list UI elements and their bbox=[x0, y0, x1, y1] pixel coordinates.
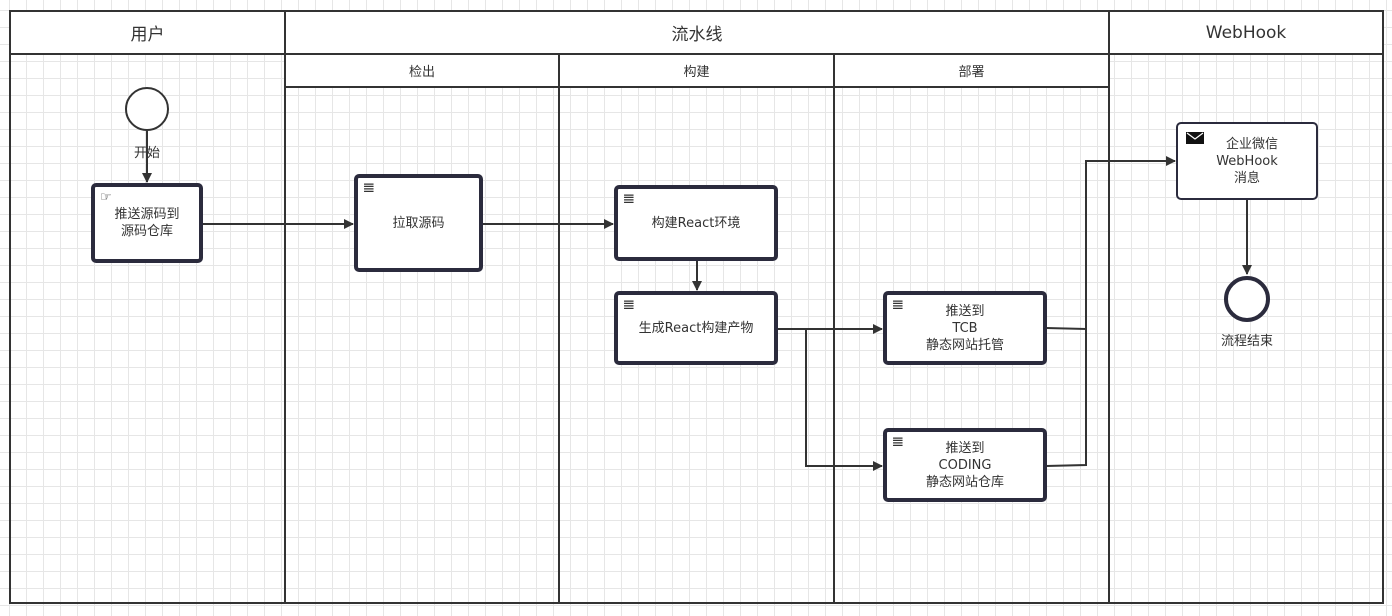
lane-divider bbox=[1108, 10, 1110, 604]
edge-tcb-to-webhook[interactable] bbox=[1045, 156, 1176, 331]
end-event[interactable] bbox=[1224, 276, 1270, 322]
lane-divider bbox=[558, 53, 560, 604]
task-build-env[interactable]: 𝌆 构建React环境 bbox=[614, 185, 778, 261]
task-line: TCB bbox=[952, 320, 978, 336]
task-push-coding[interactable]: 𝌆 推送到 CODING 静态网站仓库 bbox=[883, 428, 1047, 502]
task-line: CODING bbox=[938, 457, 992, 473]
start-event-label: 开始 bbox=[133, 146, 160, 161]
script-icon: 𝌆 bbox=[892, 298, 904, 313]
lane-title-user: 用户 bbox=[130, 25, 165, 45]
task-line: 拉取源码 bbox=[392, 215, 445, 231]
task-line: 生成React构建产物 bbox=[638, 320, 754, 336]
lane-title-webhook: WebHook bbox=[1205, 22, 1287, 43]
script-icon: 𝌆 bbox=[623, 192, 635, 207]
task-line: 推送到 bbox=[945, 440, 985, 456]
task-line: 静态网站仓库 bbox=[925, 474, 1004, 490]
envelope-icon bbox=[1186, 132, 1204, 147]
stage-title-deploy: 部署 bbox=[958, 65, 985, 80]
edge-artifact-to-coding[interactable] bbox=[805, 329, 883, 471]
task-line: 消息 bbox=[1233, 170, 1260, 186]
lane-title-pipeline: 流水线 bbox=[671, 25, 723, 45]
task-line: 推送到 bbox=[945, 303, 985, 319]
task-pull-source[interactable]: 𝌆 拉取源码 bbox=[354, 174, 483, 272]
task-line: 构建React环境 bbox=[651, 215, 741, 231]
end-event-label: 流程结束 bbox=[1220, 334, 1273, 349]
edge-coding-to-webhook[interactable] bbox=[1045, 329, 1087, 467]
task-wecom-webhook[interactable]: 企业微信 WebHook 消息 bbox=[1176, 122, 1318, 200]
task-build-artifact[interactable]: 𝌆 生成React构建产物 bbox=[614, 291, 778, 365]
hand-pointer-icon: ☞ bbox=[100, 190, 112, 205]
task-line: 企业微信 bbox=[1225, 136, 1278, 152]
script-icon: 𝌆 bbox=[623, 298, 635, 313]
lane-divider bbox=[284, 10, 286, 604]
stage-title-build: 构建 bbox=[683, 65, 710, 80]
script-icon: 𝌆 bbox=[892, 435, 904, 450]
lane-header-user[interactable]: 用户 bbox=[9, 10, 286, 55]
stage-title-checkout: 检出 bbox=[408, 65, 435, 80]
script-icon: 𝌆 bbox=[363, 181, 375, 196]
task-line: 推送源码到 bbox=[114, 207, 180, 222]
task-line: WebHook bbox=[1216, 153, 1278, 169]
task-line: 静态网站托管 bbox=[925, 337, 1004, 353]
task-push-source[interactable]: ☞ 推送源码到 源码仓库 bbox=[91, 183, 203, 263]
task-push-tcb[interactable]: 𝌆 推送到 TCB 静态网站托管 bbox=[883, 291, 1047, 365]
start-event[interactable] bbox=[125, 87, 169, 131]
stage-header-deploy[interactable]: 部署 bbox=[833, 53, 1110, 88]
task-line: 源码仓库 bbox=[120, 224, 173, 239]
